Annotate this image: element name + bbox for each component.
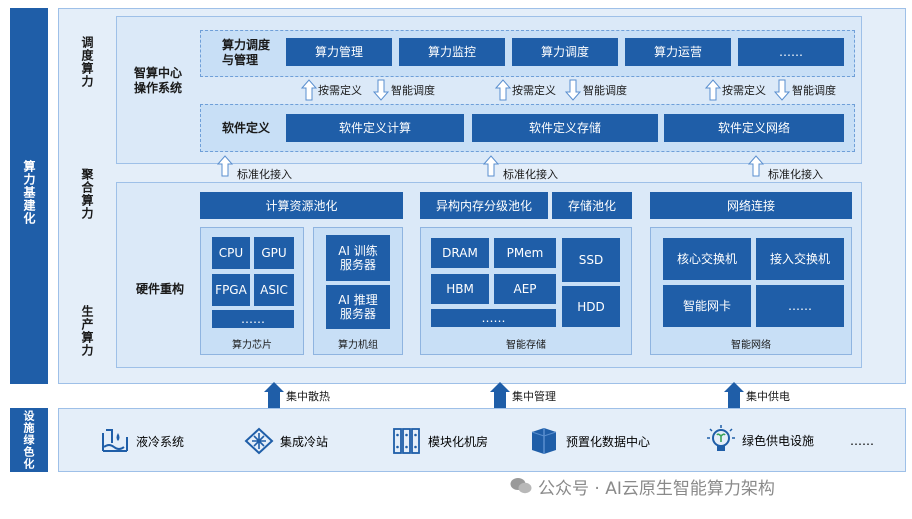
sw-defined-storage: 软件定义存储 xyxy=(472,114,658,142)
compute-pool-header: 计算资源池化 xyxy=(200,192,403,219)
row-label-scheduling: 调度算力 xyxy=(80,36,94,88)
ai-training-server-label: AI 训练服务器 xyxy=(338,244,378,272)
mgmt-item-more: …… xyxy=(738,38,844,66)
chip-fpga: FPGA xyxy=(212,274,250,306)
facility-cold-station-label: 集成冷站 xyxy=(280,434,329,449)
net-more: …… xyxy=(756,285,844,327)
facility-green-power-label: 绿色供电设施 xyxy=(742,433,815,448)
mgmt-item-compute-operation: 算力运营 xyxy=(625,38,731,66)
facilities-panel xyxy=(58,408,906,472)
software-defined-label: 软件定义 xyxy=(222,121,271,135)
net-core-switch: 核心交换机 xyxy=(663,238,751,280)
facility-green-power: 绿色供电设施 xyxy=(706,424,814,456)
hardware-title: 硬件重构 xyxy=(136,282,185,296)
sw-defined-compute: 软件定义计算 xyxy=(286,114,464,142)
chips-caption: 算力芯片 xyxy=(232,340,272,351)
net-access-switch: 接入交换机 xyxy=(756,238,844,280)
net-smart-nic: 智能网卡 xyxy=(663,285,751,327)
facility-modular-room-label: 模块化机房 xyxy=(428,434,489,449)
label-on-demand-3: 按需定义 xyxy=(722,84,766,97)
label-smart-schedule-1: 智能调度 xyxy=(391,84,435,97)
row-label-production: 生产算力 xyxy=(80,305,94,357)
memory-pmem: PMem xyxy=(494,238,556,268)
facility-prefab-datacenter-label: 预置化数据中心 xyxy=(566,434,651,449)
facility-modular-room: 模块化机房 xyxy=(392,428,488,454)
std-access-label-2: 标准化接入 xyxy=(503,168,558,181)
left-bar-infrastructure: 算力基建化 xyxy=(10,8,48,384)
watermark-text: 公众号 · AI云原生智能算力架构 xyxy=(538,478,775,499)
network-caption: 智能网络 xyxy=(731,340,771,351)
liquid-cooling-icon xyxy=(102,429,128,452)
left-bar-green-facility: 设施绿色化 xyxy=(10,408,48,472)
facility-liquid-cooling: 液冷系统 xyxy=(100,428,184,454)
cube-icon xyxy=(531,428,557,454)
wechat-icon xyxy=(510,478,532,494)
server-rack-icon xyxy=(393,428,420,454)
compute-mgmt-label: 算力调度与管理 xyxy=(222,38,271,67)
memory-more: …… xyxy=(431,309,556,327)
std-access-label-3: 标准化接入 xyxy=(768,168,823,181)
memory-aep: AEP xyxy=(494,274,556,304)
ai-training-server: AI 训练服务器 xyxy=(326,235,390,281)
memory-hbm: HBM xyxy=(431,274,489,304)
machines-caption: 算力机组 xyxy=(338,340,378,351)
mgmt-item-compute-monitoring: 算力监控 xyxy=(399,38,505,66)
os-title: 智算中心操作系统 xyxy=(134,66,183,95)
chip-more: …… xyxy=(212,310,294,328)
facility-prefab-datacenter: 预置化数据中心 xyxy=(528,426,650,456)
label-smart-schedule-3: 智能调度 xyxy=(792,84,836,97)
facility-cold-station: 集成冷站 xyxy=(244,427,329,455)
storage-caption: 智能存储 xyxy=(506,340,546,351)
storage-pool-header: 存储池化 xyxy=(552,192,632,219)
ai-inference-server: AI 推理服务器 xyxy=(326,285,390,329)
left-bar-infrastructure-label: 算力基建化 xyxy=(22,160,36,225)
snowflake-icon xyxy=(244,427,274,455)
std-access-label-1: 标准化接入 xyxy=(237,168,292,181)
disk-hdd: HDD xyxy=(562,286,620,327)
chip-cpu: CPU xyxy=(212,237,250,269)
memory-dram: DRAM xyxy=(431,238,489,268)
left-bar-green-facility-label: 设施绿色化 xyxy=(22,410,35,470)
central-management-label: 集中管理 xyxy=(512,390,556,403)
watermark: 公众号 · AI云原生智能算力架构 xyxy=(510,474,775,499)
central-power-label: 集中供电 xyxy=(746,390,790,403)
label-on-demand-1: 按需定义 xyxy=(318,84,362,97)
ai-inference-server-label: AI 推理服务器 xyxy=(338,293,378,321)
chip-gpu: GPU xyxy=(254,237,294,269)
mgmt-item-compute-management: 算力管理 xyxy=(286,38,392,66)
label-on-demand-2: 按需定义 xyxy=(512,84,556,97)
bulb-icon xyxy=(707,425,735,451)
facility-liquid-cooling-label: 液冷系统 xyxy=(136,434,185,449)
label-smart-schedule-2: 智能调度 xyxy=(583,84,627,97)
network-header: 网络连接 xyxy=(650,192,852,219)
facility-more: …… xyxy=(850,434,874,448)
mgmt-item-compute-scheduling: 算力调度 xyxy=(512,38,618,66)
sw-defined-network: 软件定义网络 xyxy=(664,114,844,142)
chip-asic: ASIC xyxy=(254,274,294,306)
row-label-aggregation: 聚合算力 xyxy=(80,168,94,220)
central-cooling-label: 集中散热 xyxy=(286,390,330,403)
disk-ssd: SSD xyxy=(562,238,620,282)
memory-pool-header: 异构内存分级池化 xyxy=(420,192,548,219)
